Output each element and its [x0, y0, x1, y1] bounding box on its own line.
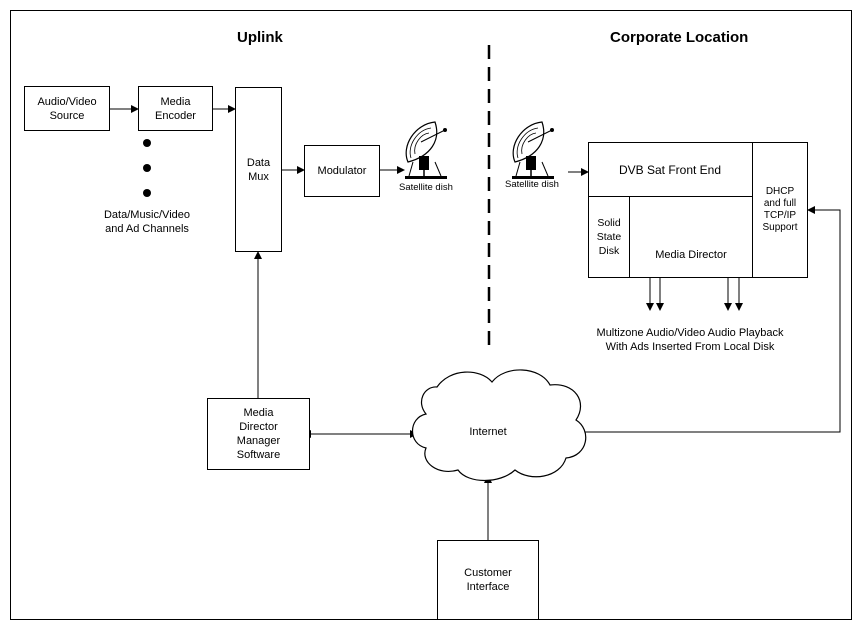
solid-state-disk-box: Solid State Disk: [588, 196, 630, 278]
manager-software-box: Media Director Manager Software: [207, 398, 310, 470]
modulator-box: Modulator: [304, 145, 380, 197]
arrow-internet-dhcp: [563, 206, 841, 436]
uplink-satellite-dish-icon: [405, 121, 447, 179]
uplink-dish-label: Satellite dish: [399, 182, 453, 193]
front-end-divider: [630, 196, 752, 197]
internet-label: Internet: [469, 426, 507, 438]
corporate-dish-label: Satellite dish: [505, 179, 559, 190]
corporate-title: Corporate Location: [610, 29, 749, 46]
corporate-satellite-dish-icon: [512, 121, 554, 179]
media-encoder-box: Media Encoder: [138, 86, 213, 131]
uplink-title: Uplink: [237, 29, 283, 46]
channel-dot: [143, 189, 151, 197]
channels-label: Data/Music/Video and Ad Channels: [103, 209, 190, 235]
diagram-frame: [10, 10, 852, 620]
playback-label: Multizone Audio/Video Audio Playback Wit…: [596, 327, 784, 353]
customer-interface-box: Customer Interface: [437, 540, 539, 620]
data-mux-box: Data Mux: [235, 87, 282, 252]
dvb-front-end-label: DVB Sat Front End: [618, 163, 722, 177]
channel-dot: [143, 164, 151, 172]
channel-dot: [143, 139, 151, 147]
audio-video-source-box: Audio/Video Source: [24, 86, 110, 131]
dhcp-box: DHCP and full TCP/IP Support: [752, 142, 808, 278]
media-director-label: Media Director: [655, 249, 727, 261]
internet-cloud-icon: [411, 369, 587, 481]
